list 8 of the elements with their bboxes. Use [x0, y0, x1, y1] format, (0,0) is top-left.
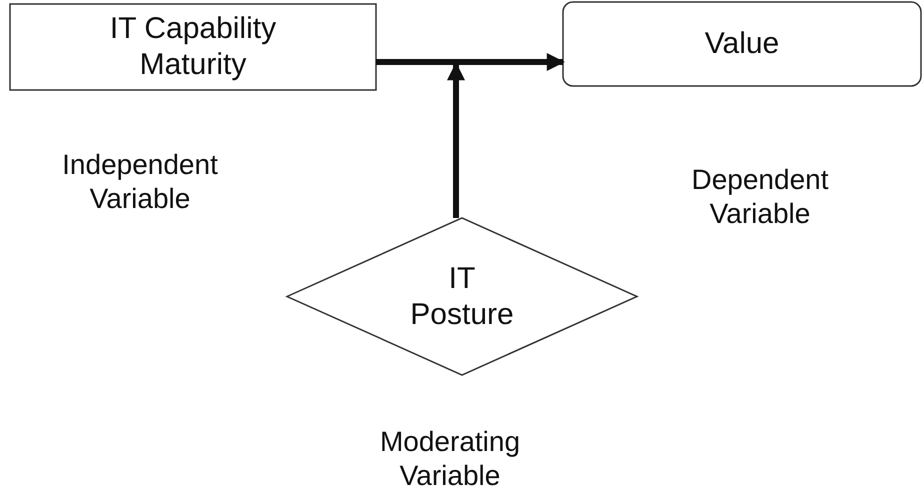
variable-caption: Dependent Variable — [690, 163, 830, 231]
node-label: IT Capability Maturity — [108, 11, 278, 83]
variable-caption: Independent Variable — [61, 148, 219, 216]
arrow — [376, 53, 565, 71]
variable-caption: Moderating Variable — [378, 425, 522, 493]
arrow — [447, 62, 465, 218]
node-label: IT Posture — [409, 260, 515, 332]
node-label: Value — [704, 26, 780, 62]
